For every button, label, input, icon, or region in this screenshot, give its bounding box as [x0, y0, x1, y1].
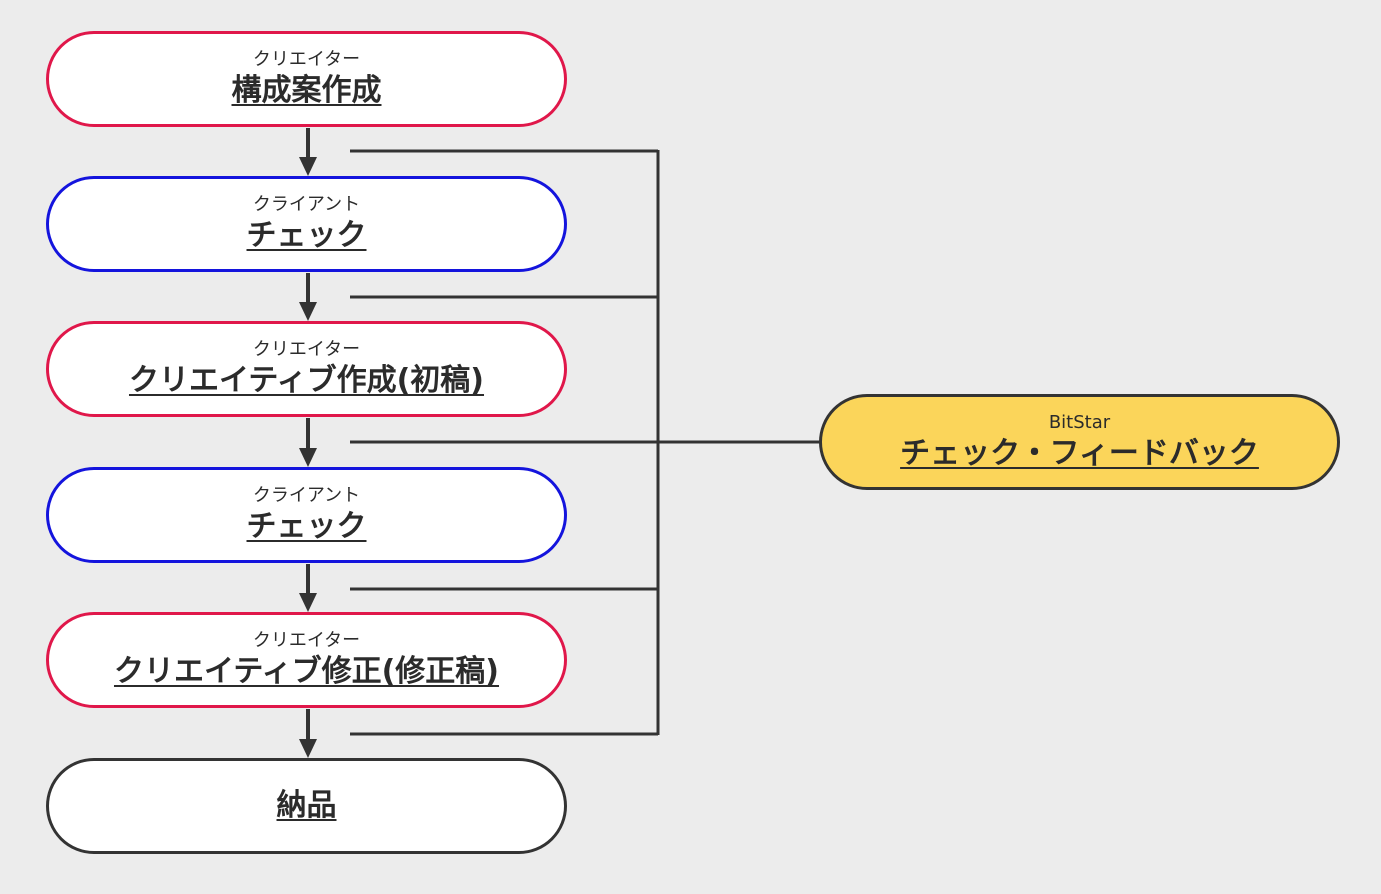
step-task: チェック [246, 509, 367, 544]
step-role: クリエイター [252, 630, 361, 651]
step-node-delivery: 納品 [46, 758, 567, 854]
flow-arrowhead-4 [299, 593, 317, 612]
flow-arrowhead-1 [299, 157, 317, 176]
feedback-task: チェック・フィードバック [900, 436, 1259, 471]
step-node-3: クリエイター クリエイティブ作成(初稿) [46, 321, 567, 417]
step-role: クライアント [252, 485, 361, 506]
step-task: 構成案作成 [231, 73, 382, 108]
feedback-node-bitstar: BitStar チェック・フィードバック [819, 394, 1340, 490]
step-role: クライアント [252, 194, 361, 215]
step-role: クリエイター [252, 339, 361, 360]
flow-arrowhead-5 [299, 739, 317, 758]
step-role: クリエイター [252, 49, 361, 70]
step-task: クリエイティブ作成(初稿) [128, 363, 485, 398]
step-task: チェック [246, 218, 367, 253]
flow-arrowhead-2 [299, 302, 317, 321]
step-node-2: クライアント チェック [46, 176, 567, 272]
step-task: 納品 [276, 788, 337, 823]
feedback-role: BitStar [1048, 412, 1111, 433]
step-node-1: クリエイター 構成案作成 [46, 31, 567, 127]
flow-arrowhead-3 [299, 448, 317, 467]
step-task: クリエイティブ修正(修正稿) [113, 654, 500, 689]
step-node-4: クライアント チェック [46, 467, 567, 563]
step-node-5: クリエイター クリエイティブ修正(修正稿) [46, 612, 567, 708]
